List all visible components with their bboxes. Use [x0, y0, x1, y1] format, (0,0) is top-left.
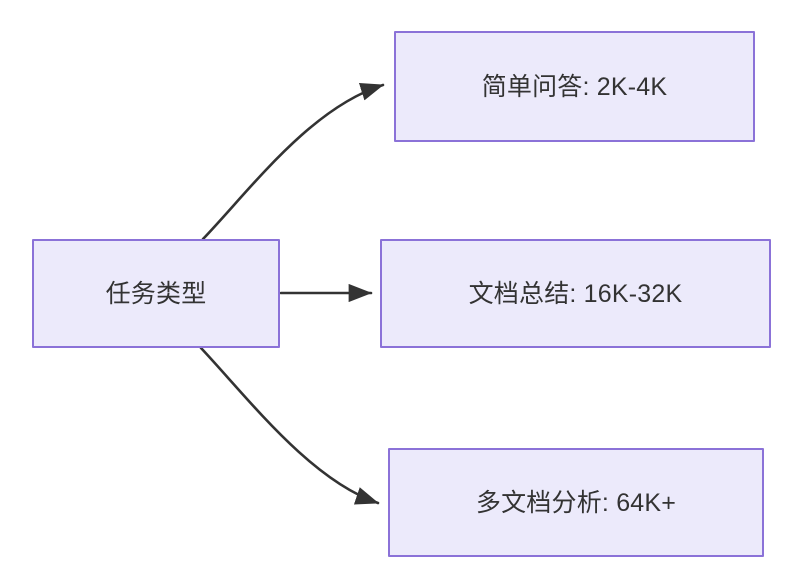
node-doc-summary-label: 文档总结: 16K-32K	[468, 279, 683, 308]
node-simple-qa-label: 简单问答: 2K-4K	[481, 72, 668, 101]
node-task-type[interactable]: 任务类型	[32, 239, 280, 348]
node-multi-doc[interactable]: 多文档分析: 64K+	[388, 448, 764, 557]
node-task-type-label: 任务类型	[105, 279, 207, 308]
node-simple-qa[interactable]: 简单问答: 2K-4K	[394, 31, 755, 142]
edge-root-to-multi-doc	[199, 346, 380, 505]
node-multi-doc-label: 多文档分析: 64K+	[475, 488, 677, 517]
edge-root-to-simple-qa	[201, 83, 385, 241]
node-doc-summary[interactable]: 文档总结: 16K-32K	[380, 239, 771, 348]
